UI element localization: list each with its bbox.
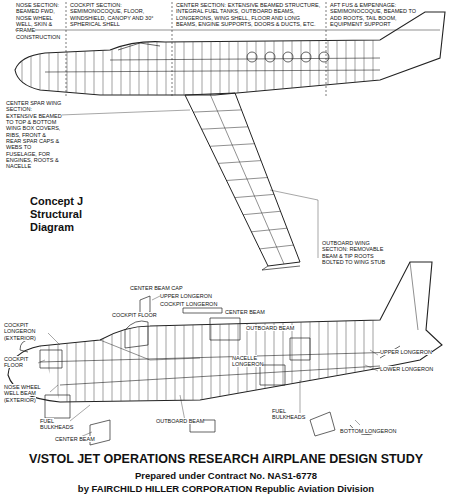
label-text: BOTTOM LONGERON xyxy=(340,428,396,434)
part-label: UPPER LONGERON xyxy=(380,349,435,355)
part-label: NACELLE LONGERON xyxy=(232,355,262,368)
label-text: COCKPIT LONGERON xyxy=(160,301,217,307)
label-text: NOSE WHEEL WELL BEAM (EXTERIOR) xyxy=(4,384,41,403)
part-label: OUTBOARD BEAM xyxy=(246,325,296,331)
part-label: OUTBOARD BEAM xyxy=(156,418,206,424)
part-label: CENTER BEAM xyxy=(55,436,95,442)
label-text: CENTER SECTION: EXTENSIVE BEAMED STRUCTU… xyxy=(176,2,320,27)
part-label: CENTER SECTION: EXTENSIVE BEAMED STRUCTU… xyxy=(176,2,322,27)
part-label: NOSE SECTION: BEAMED FWD, NOSE WHEEL WEL… xyxy=(16,2,64,40)
label-text: OUTBOARD BEAM xyxy=(246,325,294,331)
part-label: FUEL BULKHEADS xyxy=(272,408,312,421)
part-label: CENTER BEAM CAP xyxy=(130,285,190,291)
label-text: COCKPIT FLOOR xyxy=(112,312,157,318)
caption: V/STOL JET OPERATIONS RESEARCH AIRPLANE … xyxy=(29,452,423,466)
label-text: COCKPIT SECTION: SEMIMONOCOQUE, FLOOR, W… xyxy=(70,2,153,27)
part-label: COCKPIT SECTION: SEMIMONOCOQUE, FLOOR, W… xyxy=(70,2,168,27)
credit-line: by FAIRCHILD HILLER CORPORATION Republic… xyxy=(78,483,374,494)
part-label: FUEL BULKHEADS xyxy=(40,418,80,431)
label-text: NACELLE LONGERON xyxy=(232,355,263,367)
label-text: OUTBOARD WING SECTION: REMOVABLE BEAM & … xyxy=(322,240,385,265)
part-label: COCKPIT FLOOR xyxy=(4,356,44,369)
part-label: BOTTOM LONGERON xyxy=(340,428,400,434)
label-text: CENTER BEAM xyxy=(225,309,265,315)
label-text: FUEL BULKHEADS xyxy=(40,418,73,430)
label-text: CENTER BEAM xyxy=(55,436,95,442)
part-label: CENTER BEAM xyxy=(225,309,275,315)
part-label: UPPER LONGERON xyxy=(160,293,220,299)
part-label: AFT FUS & EMPENNAGE: SEMIMONOCOQUE, BEAM… xyxy=(330,2,420,27)
part-label: LOWER LONGERON xyxy=(380,366,435,372)
label-text: LOWER LONGERON xyxy=(380,366,433,372)
part-label: CENTER SPAR WING SECTION: EXTENSIVE BEAM… xyxy=(6,100,62,169)
part-label: COCKPIT FLOOR xyxy=(112,312,162,318)
label-text: COCKPIT LONGERON (EXTERIOR) xyxy=(4,322,36,341)
label-text: UPPER LONGERON xyxy=(160,293,212,299)
part-label: OUTBOARD WING SECTION: REMOVABLE BEAM & … xyxy=(322,240,392,265)
part-label: NOSE WHEEL WELL BEAM (EXTERIOR) xyxy=(4,384,56,403)
label-text: FUEL BULKHEADS xyxy=(272,408,305,420)
label-text: OUTBOARD BEAM xyxy=(156,418,204,424)
label-text: UPPER LONGERON xyxy=(380,349,432,355)
part-label: COCKPIT LONGERON (EXTERIOR) xyxy=(4,322,48,341)
part-label: COCKPIT LONGERON xyxy=(160,301,220,307)
label-text: COCKPIT FLOOR xyxy=(4,356,28,368)
label-text: CENTER SPAR WING SECTION: EXTENSIVE BEAM… xyxy=(6,100,62,169)
label-text: AFT FUS & EMPENNAGE: SEMIMONOCOQUE, BEAM… xyxy=(330,2,416,27)
diagram-title: Concept J Structural Diagram xyxy=(30,195,110,235)
label-text: NOSE SECTION: BEAMED FWD, NOSE WHEEL WEL… xyxy=(16,2,60,40)
label-text: CENTER BEAM CAP xyxy=(130,285,183,291)
credit-line: Prepared under Contract No. NAS1-6778 xyxy=(135,470,317,481)
